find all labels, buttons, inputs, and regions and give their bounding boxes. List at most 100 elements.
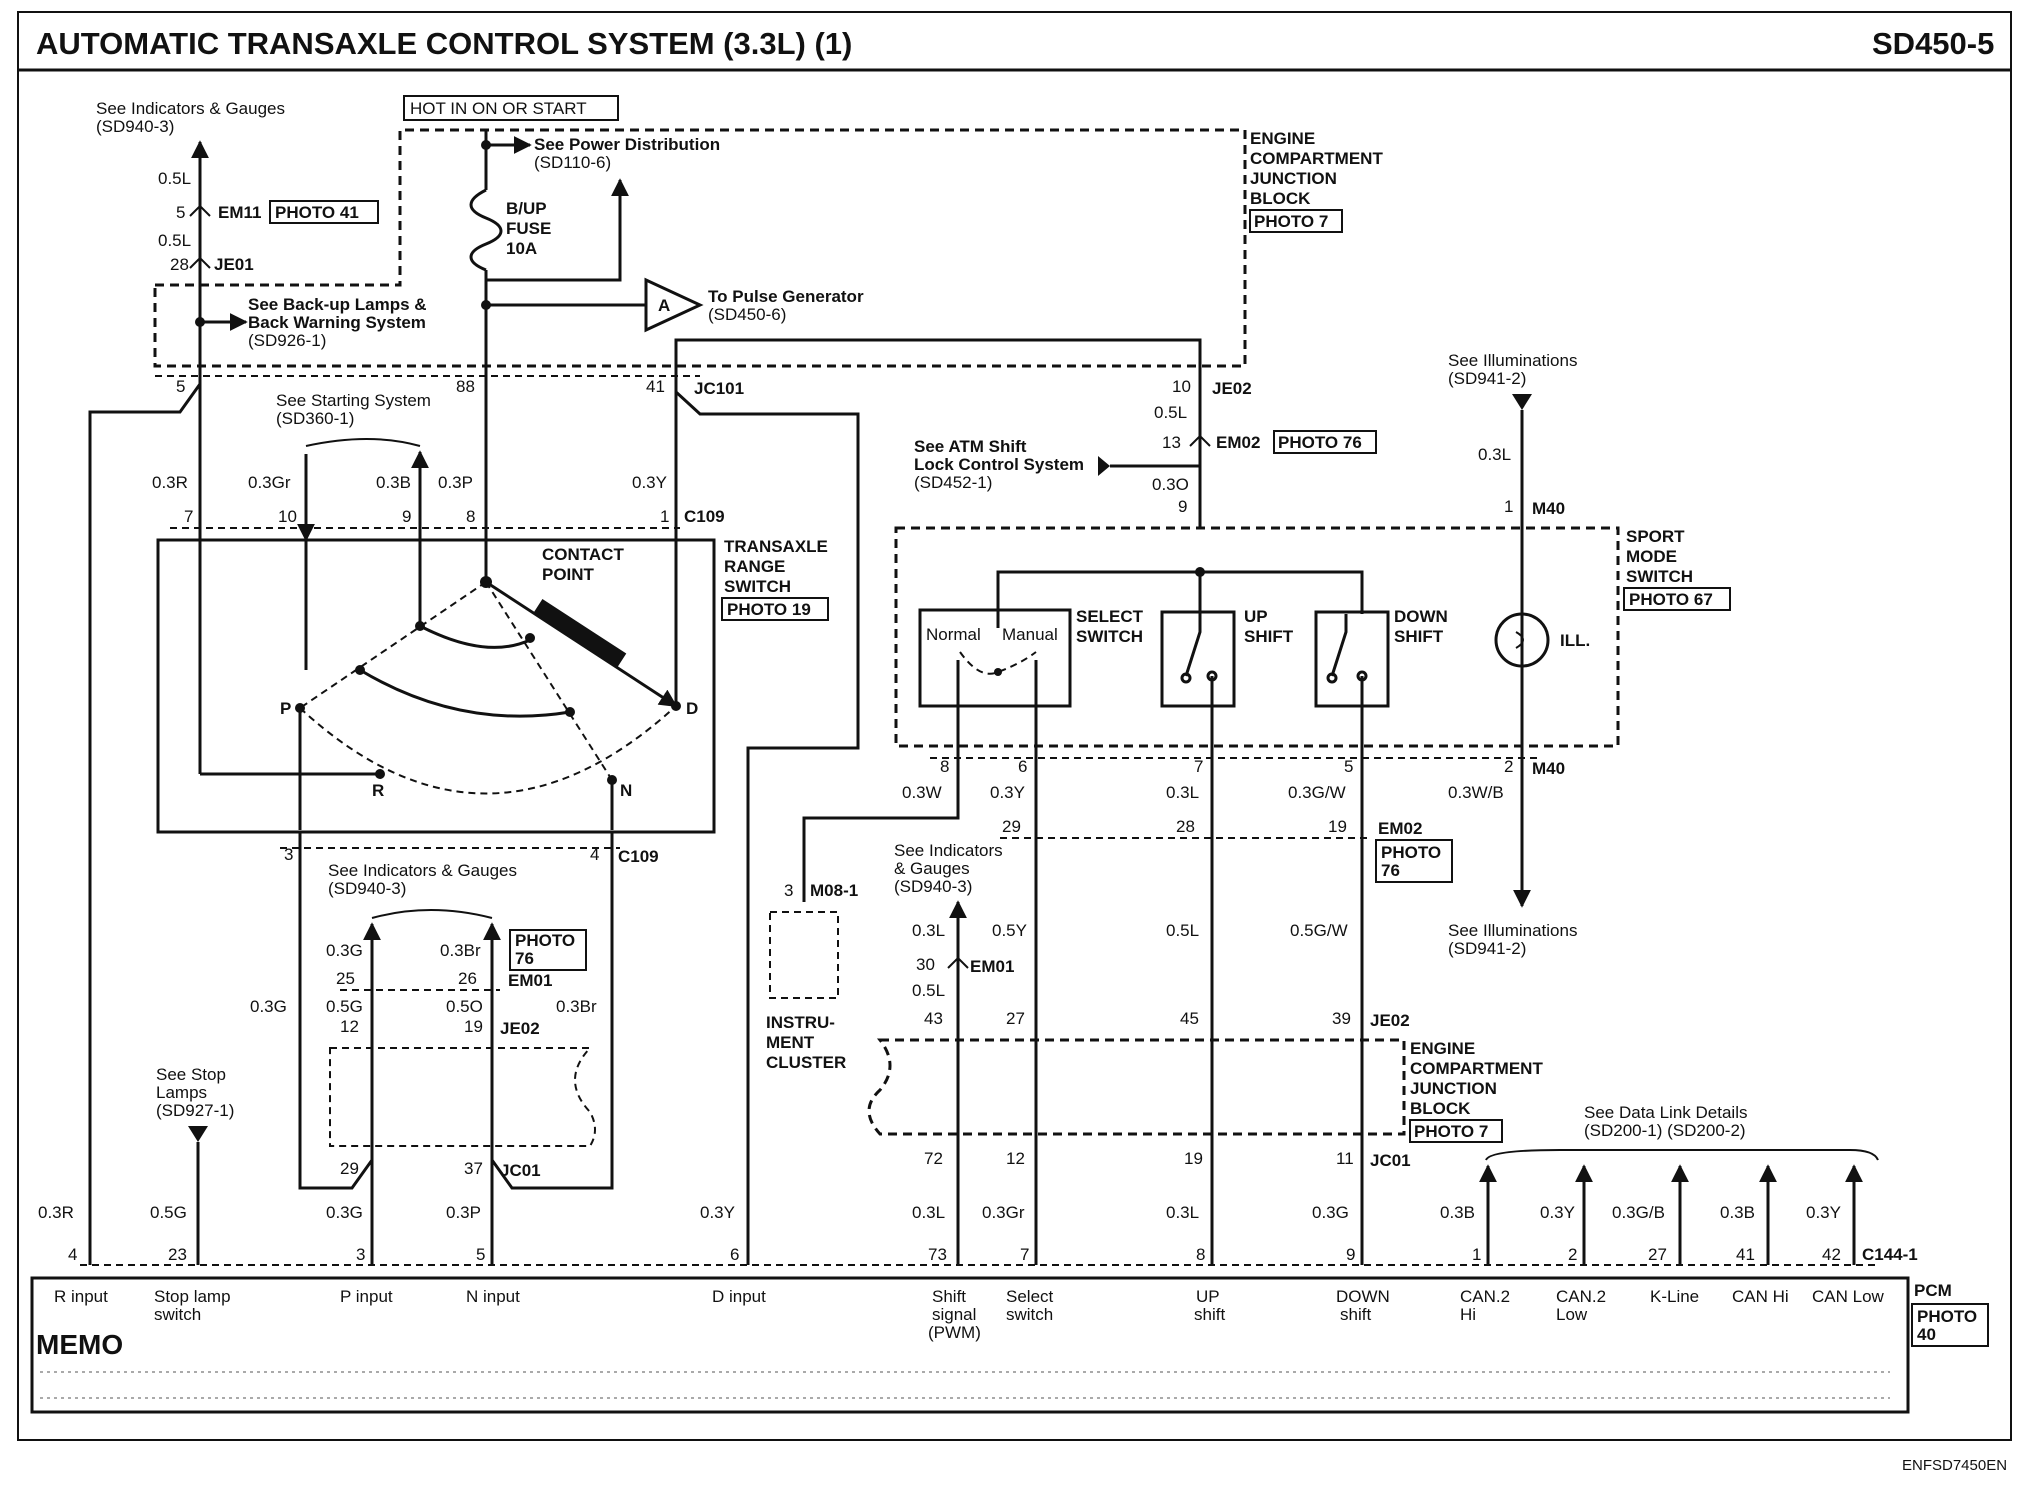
pin-label: 6: [1018, 757, 1027, 776]
connector-m40-bottom: M40: [1532, 759, 1565, 778]
pcm-down-1: DOWN: [1336, 1287, 1390, 1306]
photo-ecjb-bottom: PHOTO 7: [1414, 1122, 1488, 1141]
ref-ecjb-top-2: COMPARTMENT: [1250, 149, 1383, 168]
ref-illum-bottom-1: See Illuminations: [1448, 921, 1577, 940]
pin-label: 5: [1344, 757, 1353, 776]
contact-resistor: [533, 599, 627, 667]
illum-top-arrow: [1512, 394, 1532, 410]
photo-badge-em11: [269, 200, 379, 224]
ref-power-1: See Power Distribution: [534, 135, 720, 154]
ref-stop-3: (SD927-1): [156, 1101, 234, 1120]
select-label-1: SELECT: [1076, 607, 1144, 626]
wire-n-out: [490, 832, 614, 1265]
wire-label: 0.3G: [250, 997, 287, 1016]
pcm-pin: 5: [476, 1245, 485, 1264]
up-shift-2: SHIFT: [1244, 627, 1294, 646]
contact-dot-d: [671, 701, 681, 711]
fuse-label-2: FUSE: [506, 219, 551, 238]
wire-label: 0.3L: [1166, 783, 1199, 802]
connector-em01-right: EM01: [970, 957, 1014, 976]
pin-label: 19: [1328, 817, 1347, 836]
ref-atm-2: Lock Control System: [914, 455, 1084, 474]
connector-je01-mark: [189, 256, 211, 269]
pin-label: 1: [1504, 497, 1513, 516]
bracket-data-link: [1485, 1149, 1879, 1161]
pcm-p-input: P input: [340, 1287, 393, 1306]
pcm-can2low-2: Low: [1556, 1305, 1588, 1324]
pin-label: 7: [1194, 757, 1203, 776]
ill-lamp: [1494, 612, 1550, 668]
ref-illum-bottom-2: (SD941-2): [1448, 939, 1526, 958]
ref-backup-1: See Back-up Lamps &: [248, 295, 427, 314]
ref-backup-2: Back Warning System: [248, 313, 426, 332]
ref-starting-2: (SD360-1): [276, 409, 354, 428]
down-shift-1: DOWN: [1394, 607, 1448, 626]
photo-em02-top: PHOTO 76: [1278, 433, 1362, 452]
page-title: AUTOMATIC TRANSAXLE CONTROL SYSTEM (3.3L…: [36, 26, 852, 61]
contact-dot: [565, 707, 575, 717]
wire-to-fuse-ref: [486, 178, 629, 282]
connector-c144: C144-1: [1862, 1245, 1918, 1264]
ref-ecjb-bottom-3: JUNCTION: [1410, 1079, 1497, 1098]
wire-label: 0.3O: [1152, 475, 1189, 494]
pcm-pin: 23: [168, 1245, 187, 1264]
pin-label: 9: [1178, 497, 1187, 516]
down-shift-2: SHIFT: [1394, 627, 1444, 646]
connector-em01-right-mark: [947, 956, 969, 969]
pcm-pin-row: 4 23 3 5 6 73 7 8 9 1 2 27 41 42: [68, 1245, 1841, 1264]
page-code: SD450-5: [1872, 26, 1994, 61]
pcm-pin: 4: [68, 1245, 77, 1264]
connector-em11-mark: [189, 204, 211, 217]
pcm-can2low-1: CAN.2: [1556, 1287, 1606, 1306]
wire-label: 0.3G: [326, 1203, 363, 1222]
wire-label: 0.3Y: [632, 473, 667, 492]
select-label-2: SWITCH: [1076, 627, 1143, 646]
pcm-select-1: Select: [1006, 1287, 1054, 1306]
wire-label: 0.3L: [912, 1203, 945, 1222]
wire-label: 0.3G/B: [1612, 1203, 1665, 1222]
pcm-pin: 8: [1196, 1245, 1205, 1264]
pcm-box: [30, 1276, 1910, 1414]
photo-badge-sport: [1623, 587, 1731, 611]
contact-dot: [355, 665, 365, 675]
ref-ind-right-1: See Indicators: [894, 841, 1003, 860]
sport-label-2: MODE: [1626, 547, 1677, 566]
connector-je01: JE01: [214, 255, 254, 274]
pin-label: 5: [176, 377, 185, 396]
memo-watermark: MEMO: [36, 1329, 123, 1360]
pin-label: 11: [1336, 1149, 1354, 1168]
connector-em02-mid: EM02: [1378, 819, 1422, 838]
pcm-shift-2: signal: [932, 1305, 976, 1324]
pcm-pin: 27: [1648, 1245, 1667, 1264]
pin-label: 45: [1180, 1009, 1199, 1028]
connector-je02-right: JE02: [1370, 1011, 1410, 1030]
wire-label: 0.3Gr: [248, 473, 291, 492]
ref-ind-mid-1: See Indicators & Gauges: [328, 861, 517, 880]
contact-dot-r: [375, 769, 385, 779]
footer-code: ENFSD7450EN: [1902, 1457, 2007, 1474]
transaxle-label-1: TRANSAXLE: [724, 537, 828, 556]
contact-arm: [485, 580, 678, 708]
pin-label: 28: [170, 255, 189, 274]
photo-em11: PHOTO 41: [275, 203, 359, 222]
wire-label: 0.3W: [902, 783, 942, 802]
pin-label: 27: [1006, 1009, 1025, 1028]
photo-ecjb-top: PHOTO 7: [1254, 212, 1328, 231]
select-contacts: [959, 651, 1037, 675]
stop-lamp-arrow: [188, 1126, 208, 1142]
photo-em02-mid-1: PHOTO: [1381, 843, 1441, 862]
photo-badge-ecjb-bottom: [1409, 1119, 1503, 1143]
pin-label: 39: [1332, 1009, 1351, 1028]
pcm-stop-lamp-1: Stop lamp: [154, 1287, 231, 1306]
wire-label: 0.3W/B: [1448, 783, 1504, 802]
sport-label-1: SPORT: [1626, 527, 1685, 546]
wire-label: 0.3Gr: [982, 1203, 1025, 1222]
ref-ecjb-top-3: JUNCTION: [1250, 169, 1337, 188]
wire-label: 0.3G: [326, 941, 363, 960]
ref-pulse-1: To Pulse Generator: [708, 287, 864, 306]
photo-sport: PHOTO 67: [1629, 590, 1713, 609]
pin-label: 5: [176, 203, 185, 222]
connector-em01: EM01: [508, 971, 552, 990]
pcm-can2hi-1: CAN.2: [1460, 1287, 1510, 1306]
wire-label: 0.5L: [1154, 403, 1187, 422]
